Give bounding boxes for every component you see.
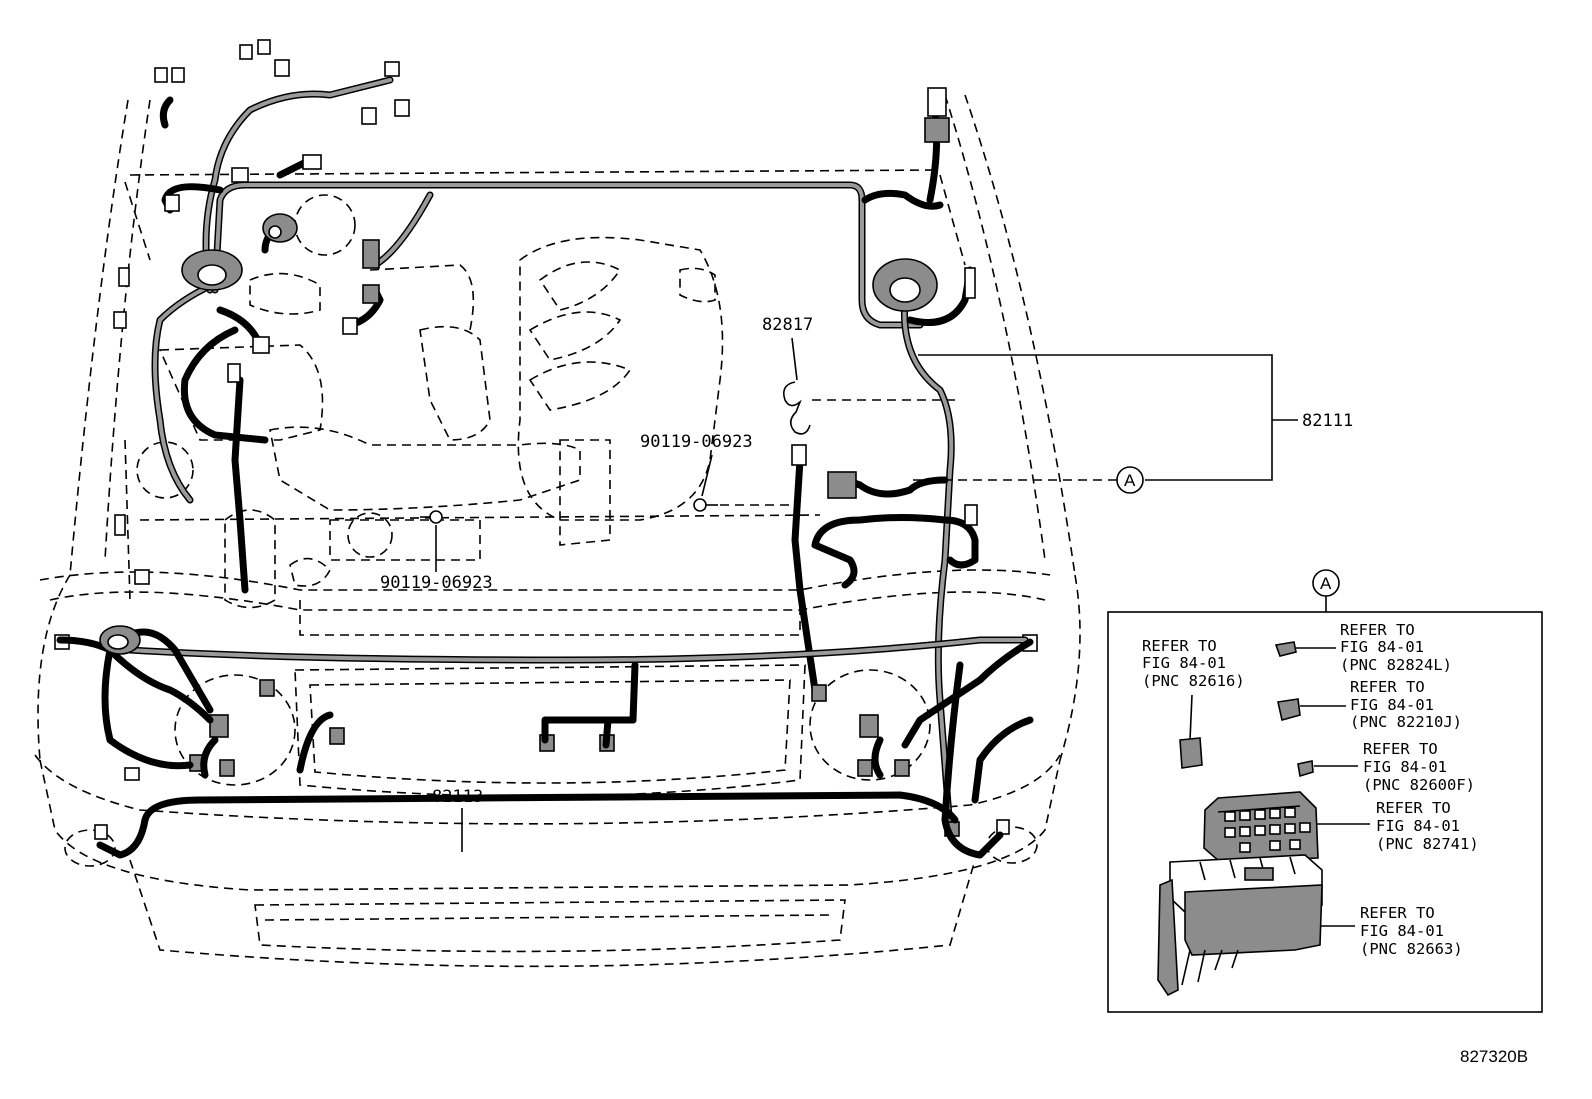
ref-4-line1: REFER TO [1363, 740, 1438, 758]
grommet-left [181, 213, 298, 291]
ref-1-line1: REFER TO [1142, 637, 1217, 655]
part-label-82113: 82113 [432, 787, 483, 807]
relay-82616 [1179, 737, 1203, 769]
ref-6-line1: REFER TO [1360, 904, 1435, 922]
callout-a-label: A [1124, 471, 1136, 490]
ref-3-line1: REFER TO [1350, 678, 1425, 696]
ref-3-line2: FIG 84-01 [1350, 696, 1434, 714]
detail-a-inset: A REFER TO FIG 84-01 (PNC 82616) REFER T… [1107, 569, 1543, 1013]
ref-1-line2: FIG 84-01 [1142, 654, 1226, 672]
fuse-82210j [1277, 698, 1301, 721]
harness-82113-callout: 82113 [432, 787, 483, 852]
detail-a-frame [1107, 611, 1543, 1013]
ref-5-line3: (PNC 82741) [1376, 835, 1479, 853]
ref-1-line3: (PNC 82616) [1142, 672, 1245, 690]
harness-connectors [54, 39, 1038, 840]
part-label-82111: 82111 [1302, 411, 1353, 431]
figure-id: 827320B [1460, 1047, 1528, 1066]
fuse-82600f [1297, 760, 1314, 778]
bolt-lower: 90119-06923 [380, 510, 493, 593]
front-harness [56, 625, 1034, 859]
ref-2-line3: (PNC 82824L) [1340, 656, 1452, 674]
clamp-82817: 82817 [762, 315, 955, 435]
ref-2-line2: FIG 84-01 [1340, 638, 1424, 656]
harness-82111-callout: 82111 A [910, 354, 1353, 494]
ref-5-line1: REFER TO [1376, 799, 1451, 817]
fuse-82824l [1274, 641, 1297, 657]
part-label-82817: 82817 [762, 315, 813, 335]
ref-4-line3: (PNC 82600F) [1363, 776, 1475, 794]
vehicle-body-outline [34, 94, 1081, 968]
bolt-upper: 90119-06923 [640, 432, 800, 512]
relay-block-82741 [1203, 791, 1319, 863]
ref-3-line3: (PNC 82210J) [1350, 713, 1462, 731]
part-label-bolt-lower: 90119-06923 [380, 573, 493, 593]
junction-block-82663 [1157, 854, 1323, 997]
detail-a-title: A [1320, 574, 1332, 593]
ref-6-line2: FIG 84-01 [1360, 922, 1444, 940]
ref-6-line3: (PNC 82663) [1360, 940, 1463, 958]
engine-room-harness [151, 76, 979, 834]
ref-4-line2: FIG 84-01 [1363, 758, 1447, 776]
grommet-right [872, 258, 938, 312]
ref-2-line1: REFER TO [1340, 621, 1415, 639]
ref-5-line2: FIG 84-01 [1376, 817, 1460, 835]
part-label-bolt-upper: 90119-06923 [640, 432, 753, 452]
